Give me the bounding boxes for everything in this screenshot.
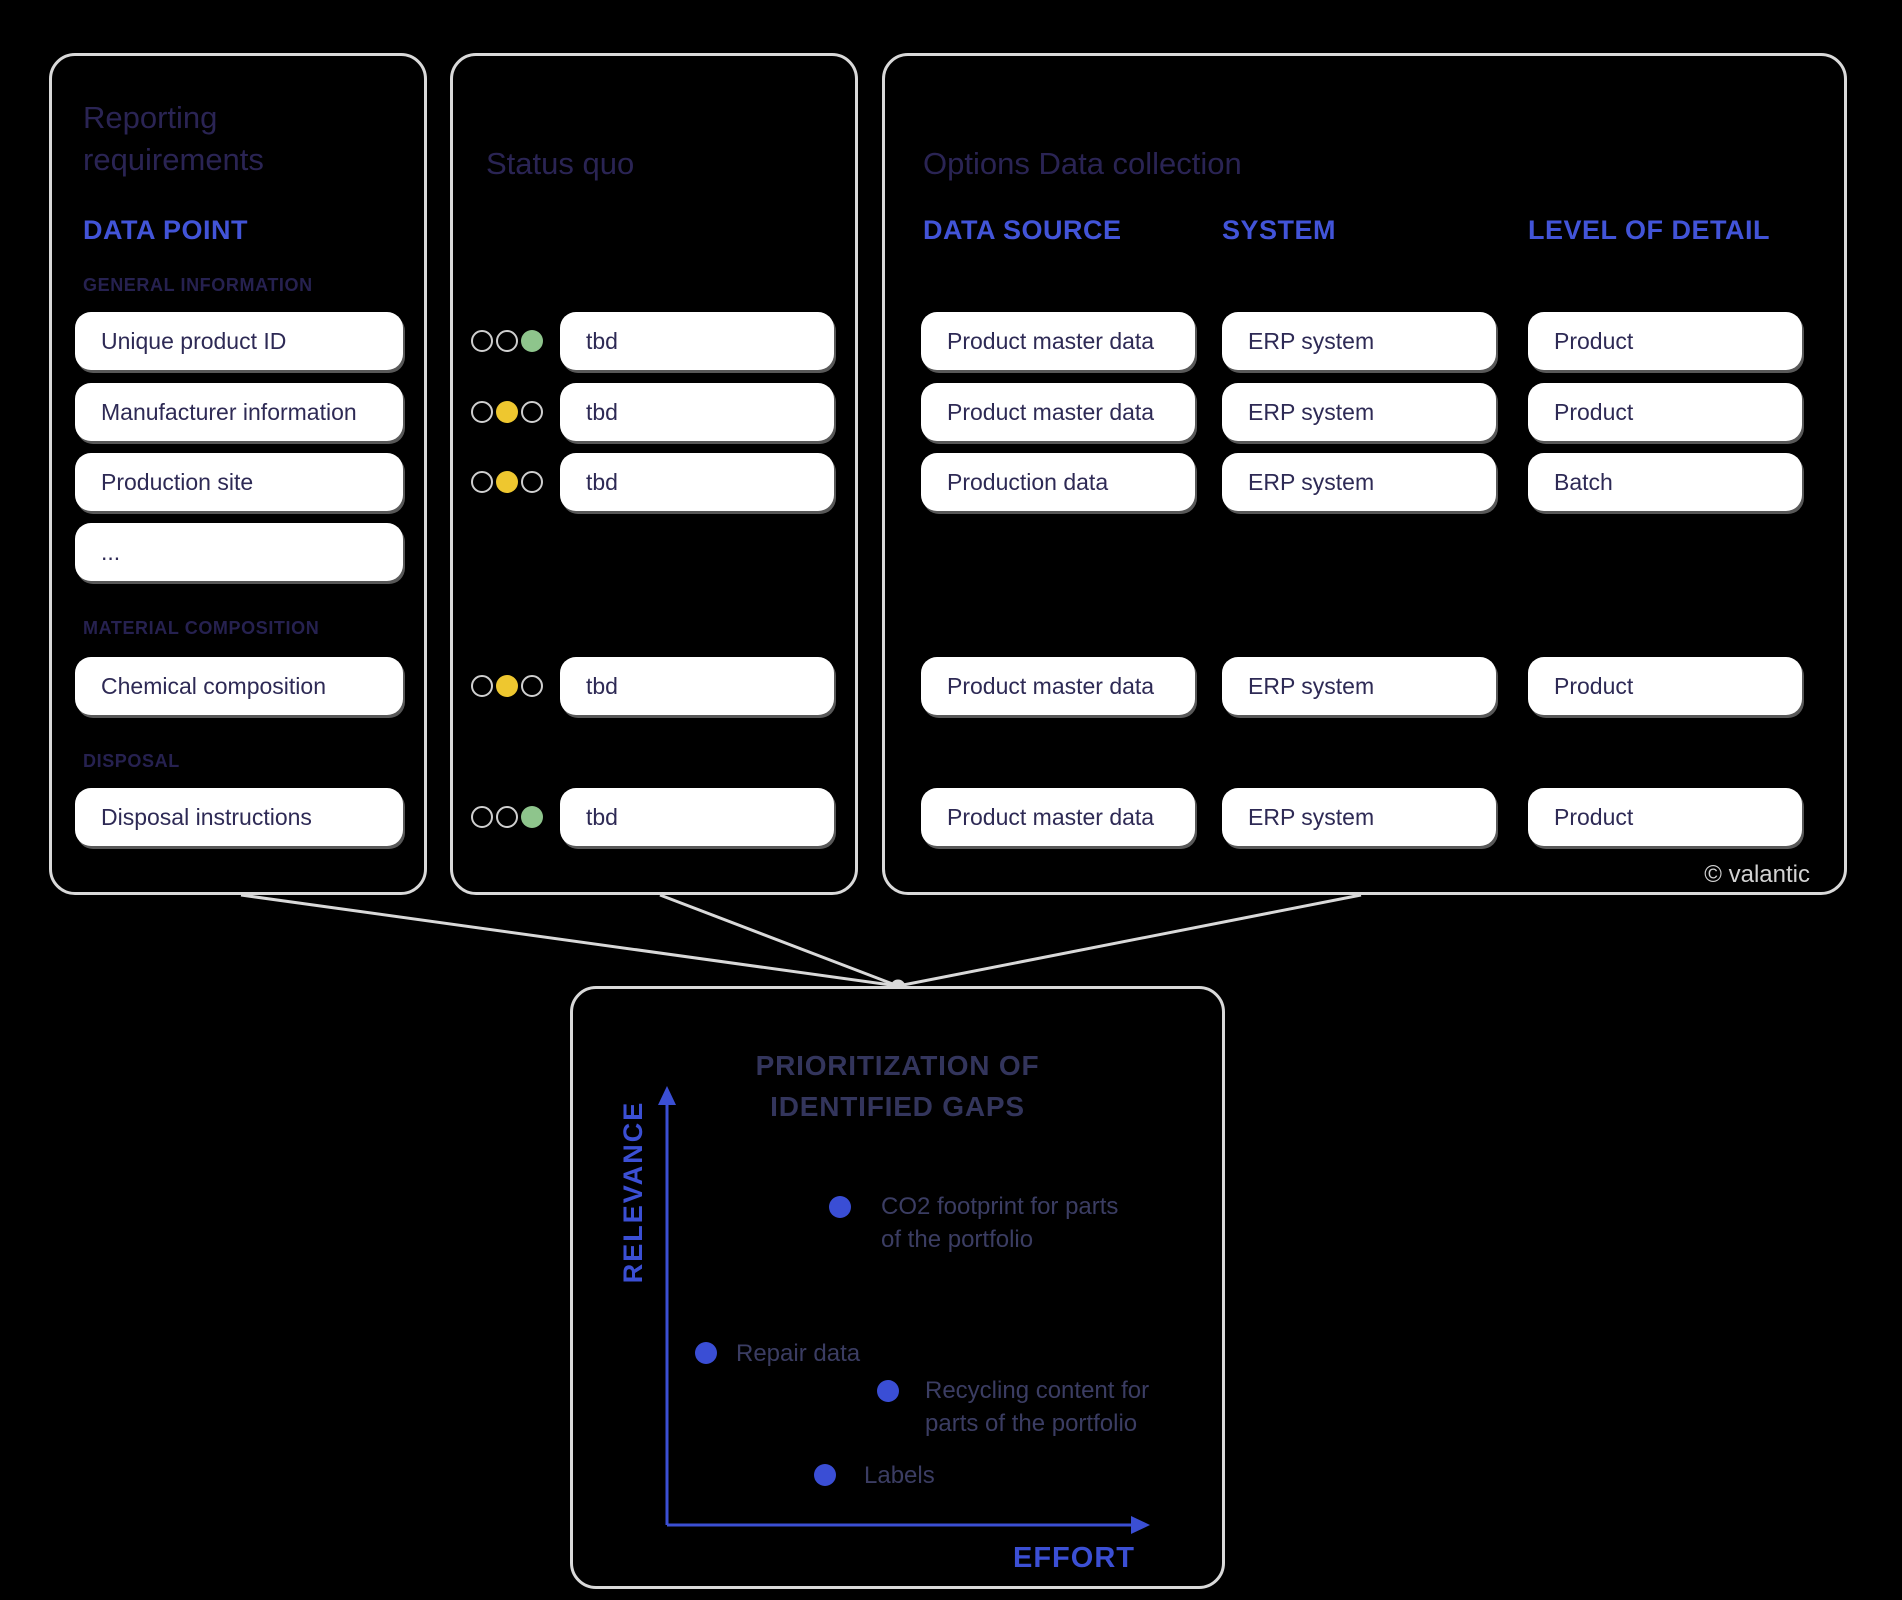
- section-label: GENERAL INFORMATION: [83, 275, 313, 295]
- data-point-header: DATA POINT: [83, 215, 248, 245]
- scatter-point-label: Recycling content for parts of the portf…: [925, 1377, 1150, 1437]
- prioritization-title-line-2: IDENTIFIED GAPS: [770, 1091, 1025, 1122]
- data-point-box: ...: [75, 523, 403, 581]
- status-light-off: [471, 471, 493, 493]
- status-light-off: [471, 806, 493, 828]
- reporting-title: Reporting requirements: [83, 100, 264, 177]
- status-light-off: [471, 330, 493, 352]
- system-box: ERP system: [1222, 657, 1496, 715]
- system-box: ERP system: [1222, 312, 1496, 370]
- data-source-box: Product master data: [921, 312, 1195, 370]
- system-box: ERP system: [1222, 453, 1496, 511]
- scatter-point-label: Repair data: [736, 1340, 861, 1367]
- traffic-light-group: [471, 806, 543, 828]
- data-source-box: Product master data: [921, 657, 1195, 715]
- system-header: SYSTEM: [1222, 215, 1337, 245]
- status-light-off: [471, 675, 493, 697]
- level-of-detail-box: Product: [1528, 383, 1802, 441]
- status-light-off: [471, 401, 493, 423]
- section-label: DISPOSAL: [83, 751, 180, 771]
- connector-line-left: [240, 893, 899, 988]
- status-value-box: tbd: [560, 312, 834, 370]
- section-label: MATERIAL COMPOSITION: [83, 618, 320, 638]
- copyright-credit: © valantic: [1704, 861, 1810, 888]
- status-light-green: [521, 330, 543, 352]
- status-light-yellow: [496, 675, 518, 697]
- data-point-box: Manufacturer information: [75, 383, 403, 441]
- options-title: Options Data collection: [923, 146, 1242, 181]
- status-light-off: [496, 330, 518, 352]
- status-light-yellow: [496, 471, 518, 493]
- status-light-off: [521, 401, 543, 423]
- level-of-detail-box: Batch: [1528, 453, 1802, 511]
- status-light-off: [496, 806, 518, 828]
- level-of-detail-box: Product: [1528, 657, 1802, 715]
- prioritization-title: PRIORITIZATION OF IDENTIFIED GAPS: [573, 1045, 1222, 1127]
- level-of-detail-box: Product: [1528, 312, 1802, 370]
- level-of-detail-header: LEVEL OF DETAIL: [1528, 215, 1771, 245]
- effort-axis-label: EFFORT: [1013, 1542, 1135, 1574]
- status-light-yellow: [496, 401, 518, 423]
- status-light-off: [521, 471, 543, 493]
- status-value-box: tbd: [560, 788, 834, 846]
- data-point-box: Unique product ID: [75, 312, 403, 370]
- data-source-header: DATA SOURCE: [923, 215, 1122, 245]
- status-light-green: [521, 806, 543, 828]
- reporting-panel: Reporting requirements DATA POINT GENERA…: [49, 53, 427, 895]
- data-source-box: Product master data: [921, 383, 1195, 441]
- status-light-off: [521, 675, 543, 697]
- prioritization-panel: PRIORITIZATION OF IDENTIFIED GAPS: [570, 986, 1225, 1589]
- status-value-box: tbd: [560, 453, 834, 511]
- system-box: ERP system: [1222, 383, 1496, 441]
- data-point-box: Disposal instructions: [75, 788, 403, 846]
- connector-line-right: [897, 893, 1362, 988]
- traffic-light-group: [471, 401, 543, 423]
- status-quo-panel: Status quo tbd tbd tbd tbd tbd: [450, 53, 858, 895]
- traffic-light-group: [471, 675, 543, 697]
- data-source-box: Product master data: [921, 788, 1195, 846]
- system-box: ERP system: [1222, 788, 1496, 846]
- traffic-light-group: [471, 471, 543, 493]
- traffic-light-group: [471, 330, 543, 352]
- status-value-box: tbd: [560, 383, 834, 441]
- connector-line-middle: [659, 893, 899, 988]
- prioritization-title-line-1: PRIORITIZATION OF: [755, 1050, 1040, 1081]
- data-point-box: Chemical composition: [75, 657, 403, 715]
- scatter-point-label: Labels: [864, 1462, 935, 1489]
- data-source-box: Production data: [921, 453, 1195, 511]
- status-value-box: tbd: [560, 657, 834, 715]
- scatter-point-label: CO2 footprint for parts of the portfolio: [881, 1193, 1119, 1253]
- relevance-axis-label: RELEVANCE: [618, 1100, 648, 1284]
- status-quo-title: Status quo: [486, 146, 635, 181]
- data-point-box: Production site: [75, 453, 403, 511]
- options-panel: Options Data collection DATA SOURCE SYST…: [882, 53, 1847, 895]
- level-of-detail-box: Product: [1528, 788, 1802, 846]
